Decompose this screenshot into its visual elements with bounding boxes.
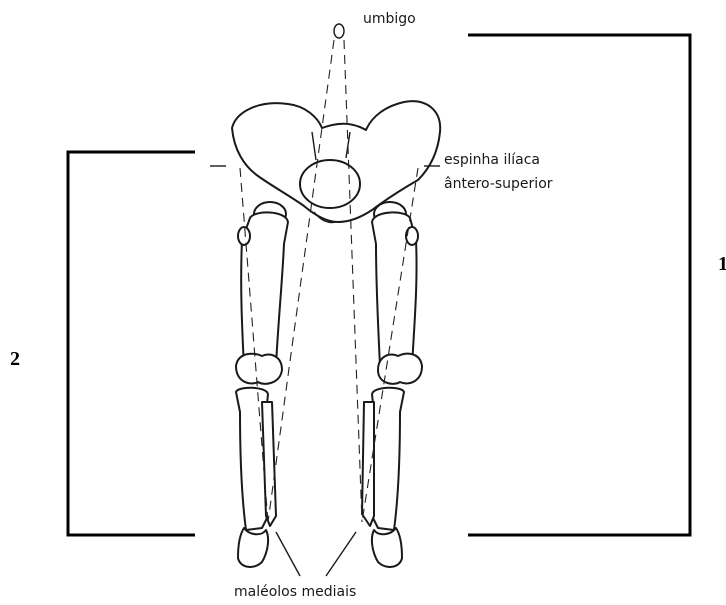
bracket-2-number: 2 bbox=[10, 348, 20, 370]
bracket-2 bbox=[68, 152, 195, 535]
umbigo-label: umbigo bbox=[363, 11, 416, 27]
maleolos-mediais-label: maléolos mediais bbox=[234, 584, 356, 600]
malleoli-pointers bbox=[276, 532, 356, 576]
antero-superior-label: ântero-superior bbox=[444, 176, 553, 192]
bracket-1-number: 1 bbox=[718, 253, 726, 275]
right-lower-leg bbox=[362, 388, 404, 567]
bracket-1 bbox=[468, 35, 690, 535]
left-lower-leg bbox=[236, 388, 276, 567]
umbilicus-mark bbox=[334, 24, 344, 38]
left-femur bbox=[236, 202, 288, 384]
espinha-iliaca-label: espinha ilíaca bbox=[444, 152, 540, 168]
right-femur bbox=[372, 202, 422, 384]
